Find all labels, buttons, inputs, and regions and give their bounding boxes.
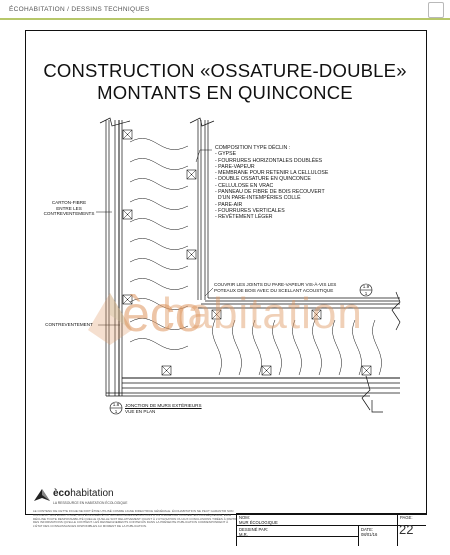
- title-block: NOM: MUR ÉCOLOGIQUE DESSINÉ PAR: M.R. DA…: [236, 513, 426, 546]
- composition-item: - PANNEAU DE FIBRE DE BOIS RECOUVERT: [215, 189, 325, 196]
- label-contreventement: CONTREVENTEMENT: [38, 322, 100, 328]
- page-label: PAGE:: [400, 515, 413, 520]
- label-line: CONTREVENTEMENT: [45, 322, 93, 327]
- label-line: CARTON-FIBRE: [51, 200, 87, 205]
- label-line: COUVRIR LES JOINTS DU PARE-VAPEUR VIS-À-…: [214, 282, 337, 287]
- section-marker-sheet: 1: [364, 291, 368, 296]
- composition-item: - CELLULOSE EN VRAC: [215, 182, 274, 189]
- header-accent-line: [0, 18, 450, 20]
- composition-heading: COMPOSITION TYPE DÉCLIN :: [215, 145, 291, 151]
- label-line: CONTREVENTEMENTS: [43, 211, 95, 216]
- detail-caption: JONCTION DE MURS EXTÉRIEURS VUE EN PLAN: [125, 403, 202, 414]
- date-value: 08/01/16: [361, 532, 378, 537]
- composition-item: - PARE-AIR: [215, 201, 243, 208]
- detail-marker-num: 1.8: [112, 402, 120, 407]
- header-logo-icon: [428, 2, 444, 18]
- composition-item: - FOURRURES HORIZONTALES DOUBLÉES: [215, 157, 323, 164]
- watermark-habitation: habitation: [162, 289, 363, 338]
- label-joints: COUVRIR LES JOINTS DU PARE-VAPEUR VIS-À-…: [214, 282, 336, 293]
- label-line: POTEAUX DE BOIS AVEC DU SCELLANT ACOUSTI…: [214, 287, 334, 293]
- title-line1: CONSTRUCTION «OSSATURE-DOUBLE»: [43, 60, 407, 81]
- footer-tagline: LA RESSOURCE EN HABITATION ÉCOLOGIQUE: [53, 501, 128, 505]
- house-logo-icon: [34, 489, 50, 501]
- composition-item: D'UN PARE-INTEMPÉRIES COLLÉ: [215, 195, 301, 202]
- label-line: JONCTION DE MURS EXTÉRIEURS: [125, 403, 202, 408]
- dessine-value: M.R.: [239, 532, 248, 537]
- drawing-sheet: [25, 30, 427, 515]
- disclaimer: LE CONTENU DE CETTE FICHE NE DOIT ÊTRE U…: [33, 509, 238, 529]
- brand-habitation: habitation: [70, 488, 114, 499]
- nom-label: NOM:: [239, 515, 250, 520]
- date-label: DATE:: [361, 527, 374, 532]
- watermark-logo-icon: [88, 293, 132, 345]
- composition-item: - FOURRURES VERTICALES: [215, 207, 285, 214]
- section-marker-num: 1.9: [362, 284, 370, 289]
- header-bar: ÉCOHABITATION / DESSINS TECHNIQUES: [0, 0, 450, 26]
- label-line: VUE EN PLAN: [125, 408, 156, 414]
- composition-item: - REVÊTEMENT LÉGER: [215, 214, 273, 221]
- composition-item: - GYPSE: [215, 151, 237, 158]
- title-line2: MONTANTS EN QUINCONCE: [97, 82, 353, 103]
- composition-item: - PARE-VAPEUR: [215, 163, 255, 170]
- detail-marker-sheet: 1: [114, 409, 118, 414]
- header-section: ÉCOHABITATION / DESSINS TECHNIQUES: [9, 6, 150, 13]
- label-carton-fibre: CARTON-FIBRE ENTRE LES CONTREVENTEMENTS: [40, 200, 98, 217]
- dessine-label: DESSINÉ PAR:: [239, 527, 269, 532]
- label-line: ENTRE LES: [56, 205, 82, 211]
- watermark-eco: èco: [122, 286, 203, 342]
- composition-list: COMPOSITION TYPE DÉCLIN : - GYPSE - FOUR…: [215, 145, 328, 221]
- composition-item: - MEMBRANE POUR RETENIR LA CELLULOSE: [215, 170, 329, 177]
- page-title: CONSTRUCTION «OSSATURE-DOUBLE» MONTANTS …: [0, 60, 450, 104]
- composition-item: - DOUBLE OSSATURE EN QUINCONCE: [215, 176, 311, 183]
- watermark: èco habitation: [80, 285, 410, 365]
- page-number: 22: [399, 522, 414, 537]
- footer-brand: ècohabitation: [53, 488, 114, 499]
- brand-eco: èco: [53, 488, 71, 499]
- nom-value: MUR ÉCOLOGIQUE: [239, 520, 278, 525]
